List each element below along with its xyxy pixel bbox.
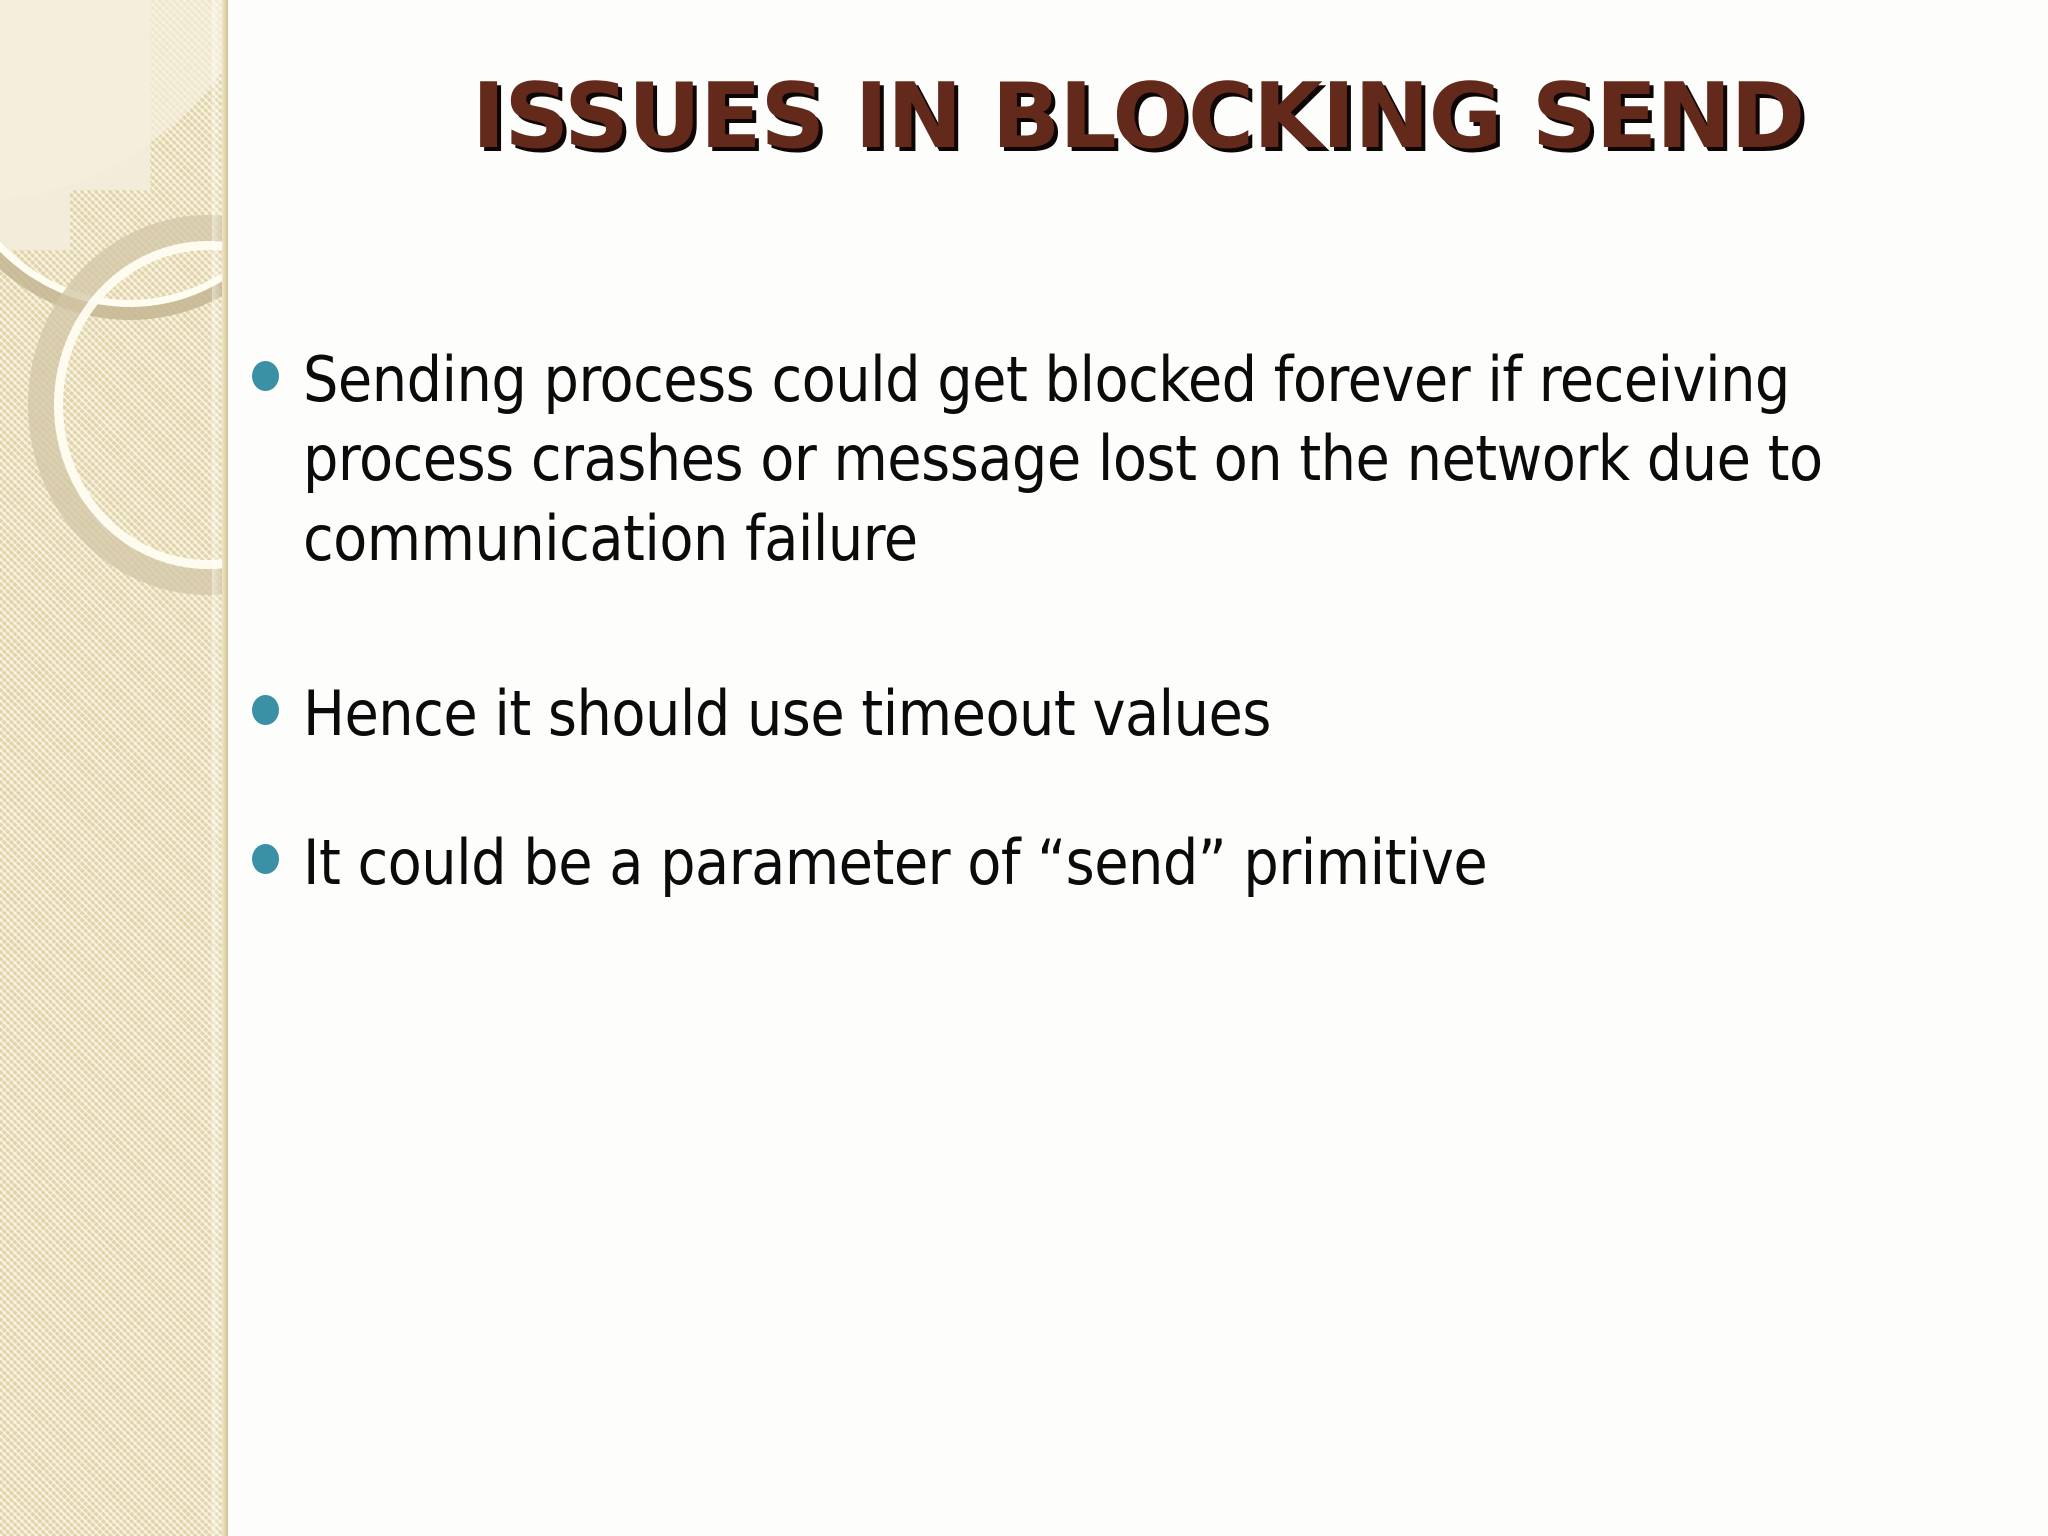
slide-title: ISSUES IN BLOCKING SEND (471, 64, 1805, 169)
sidebar-right-edge-border (222, 0, 228, 1536)
bullet-dot-icon (252, 695, 279, 726)
bullet-dot-icon (252, 361, 279, 391)
list-item: Sending process could get blocked foreve… (252, 340, 1902, 578)
slide-body-bullet-list: Sending process could get blocked foreve… (252, 340, 1902, 903)
bullet-spacer (252, 753, 1902, 823)
list-item: It could be a parameter of “send” primit… (252, 823, 1902, 902)
list-item: Hence it should use timeout values (252, 674, 1902, 753)
bullet-dot-icon (252, 844, 279, 875)
bullet-text: It could be a parameter of “send” primit… (303, 826, 1488, 900)
bullet-text: Hence it should use timeout values (303, 677, 1271, 751)
slide-decorative-sidebar (0, 0, 228, 1536)
sidebar-inner-highlight-strip (212, 0, 222, 1536)
bullet-text: Sending process could get blocked foreve… (303, 343, 1823, 575)
bullet-spacer (252, 578, 1902, 674)
